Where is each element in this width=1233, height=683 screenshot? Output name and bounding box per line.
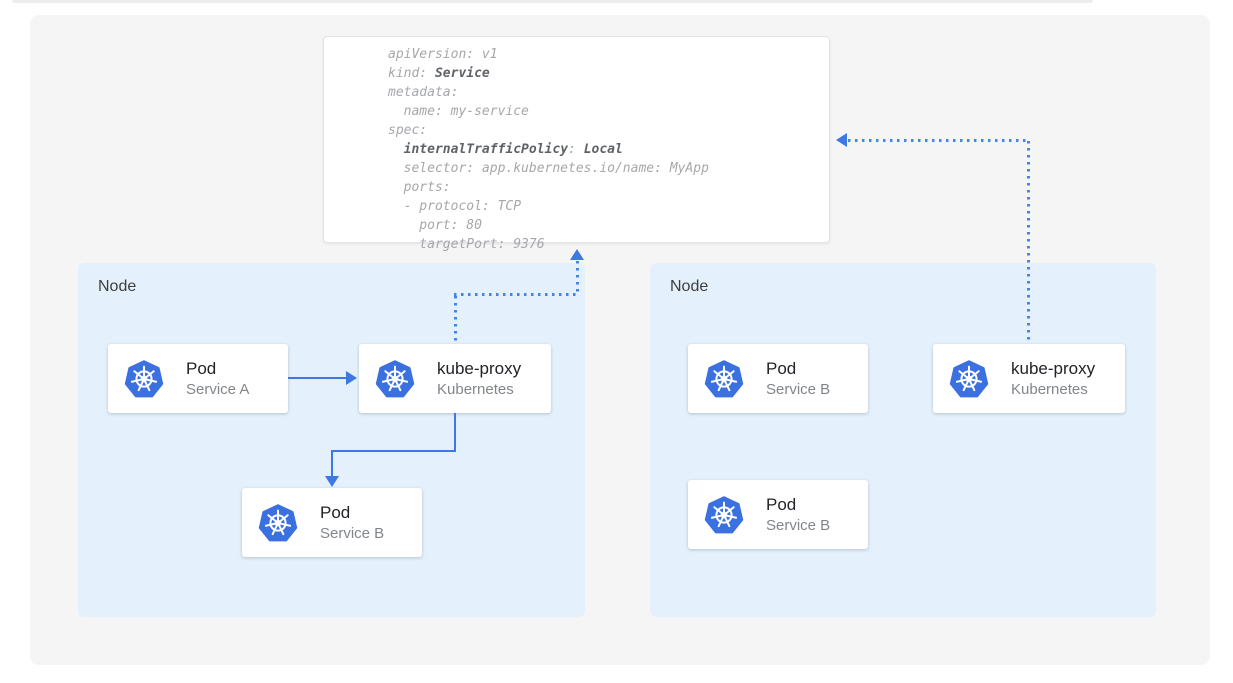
card-title: kube-proxy: [437, 359, 522, 378]
card-title: Pod: [186, 359, 217, 378]
service-manifest-card: apiVersion: v1 kind: Service metadata: n…: [323, 36, 830, 252]
card-subtitle: Service B: [766, 381, 831, 398]
card-title: Pod: [766, 359, 797, 378]
node-right: Node: [650, 263, 1156, 617]
node-right-label: Node: [670, 278, 709, 295]
yaml-line: - protocol: TCP: [388, 199, 522, 214]
card-pod-service-b-right-bottom: Pod Service B: [688, 480, 868, 549]
yaml-line-internal-traffic-policy: internalTrafficPolicy: Local: [403, 142, 623, 157]
arrow-proxy-to-pod-b-seg2: [331, 450, 456, 452]
card-subtitle: Kubernetes: [1011, 381, 1088, 398]
card-pod-service-a: Pod Service A: [108, 344, 288, 413]
dotted-proxy-left-to-manifest-seg1: [454, 296, 457, 344]
yaml-line: port: 80: [388, 218, 482, 233]
card-pod-service-b-right-top: Pod Service B: [688, 344, 868, 413]
kubernetes-icon: [704, 495, 744, 533]
yaml-line: spec:: [388, 123, 428, 138]
card-subtitle: Kubernetes: [437, 381, 514, 398]
yaml-line: name: my-service: [388, 104, 529, 119]
kubernetes-icon: [949, 359, 989, 397]
card-subtitle: Service B: [320, 525, 385, 542]
card-subtitle: Service B: [766, 517, 831, 534]
arrowhead-down-icon: [325, 476, 339, 487]
dotted-proxy-left-to-manifest-seg3: [576, 261, 579, 295]
yaml-line: apiVersion: v1: [388, 47, 498, 62]
dotted-proxy-right-to-manifest-seg2: [848, 139, 1029, 142]
arrowhead-left-icon: [836, 133, 847, 147]
card-title: Pod: [320, 503, 351, 522]
card-kube-proxy-right: kube-proxy Kubernetes: [933, 344, 1125, 413]
kubernetes-icon: [124, 359, 164, 397]
yaml-line: targetPort: 9376: [388, 237, 545, 252]
yaml-line: ports:: [388, 180, 451, 195]
card-subtitle: Service A: [186, 381, 250, 398]
card-title: kube-proxy: [1011, 359, 1096, 378]
card-pod-service-b-left: Pod Service B: [242, 488, 422, 557]
arrowhead-up-icon: [570, 249, 584, 260]
yaml-line: metadata:: [388, 85, 459, 100]
kubernetes-icon: [258, 503, 298, 541]
node-left: Node: [78, 263, 585, 617]
top-divider: [12, 0, 1093, 3]
yaml-line: kind: Service: [388, 66, 490, 81]
card-kube-proxy-left: kube-proxy Kubernetes: [359, 344, 551, 413]
dotted-proxy-right-to-manifest-seg1: [1027, 141, 1030, 344]
arrow-proxy-to-pod-b-seg1: [454, 413, 456, 452]
kubernetes-icon: [375, 359, 415, 397]
yaml-line: selector: app.kubernetes.io/name: MyApp: [388, 161, 709, 176]
kubernetes-icon: [704, 359, 744, 397]
arrow-pod-a-to-proxy-line: [288, 377, 348, 379]
node-left-label: Node: [98, 278, 137, 295]
arrow-proxy-to-pod-b-seg3: [331, 450, 333, 478]
dotted-proxy-left-to-manifest-seg2: [454, 293, 578, 296]
arrowhead-right-icon: [346, 371, 357, 385]
card-title: Pod: [766, 495, 797, 514]
